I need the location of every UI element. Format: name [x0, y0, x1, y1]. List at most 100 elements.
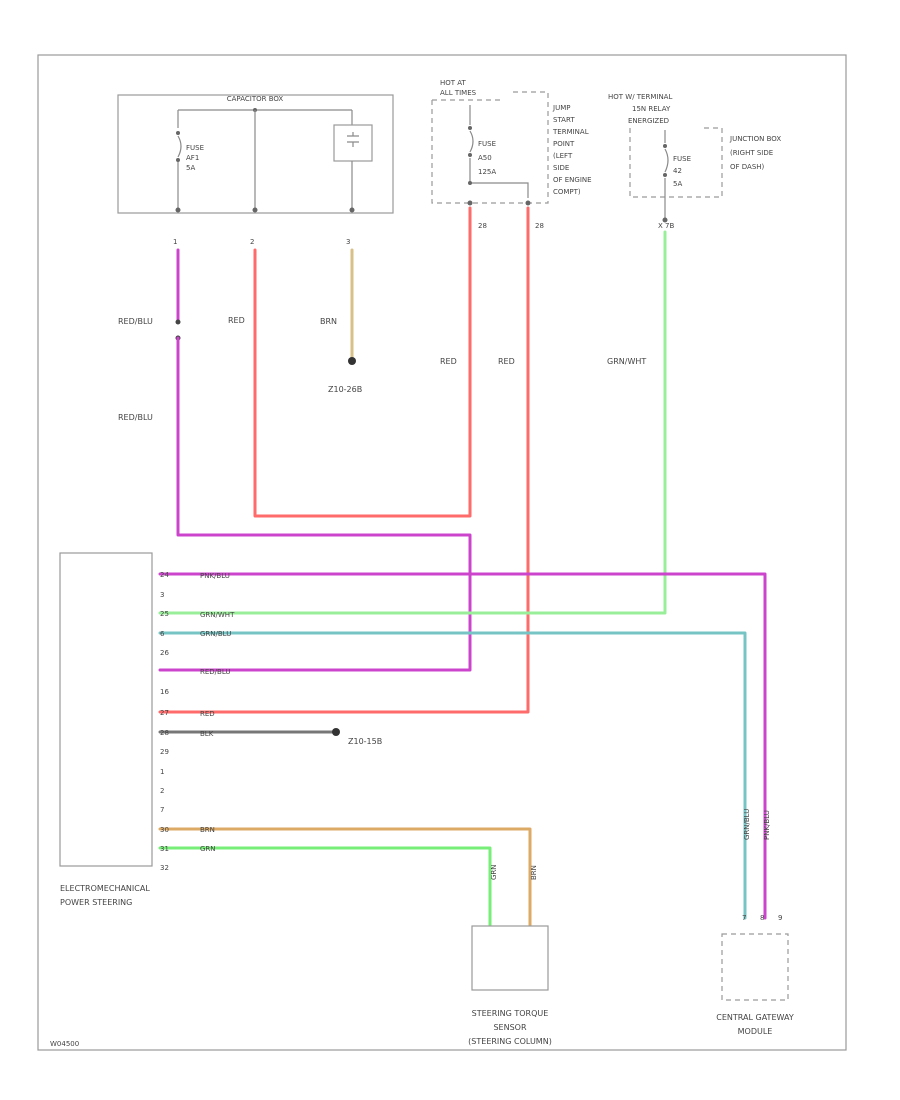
junction-note-0: JUNCTION BOX [729, 135, 781, 143]
eps-wire-label-pnk-blu: PNK/BLU [200, 572, 230, 580]
fuse-af1-label: FUSE [186, 144, 204, 152]
eps-name-line2: POWER STEERING [60, 898, 132, 907]
fuse-af1-rating: 5A [186, 164, 195, 172]
label-ground-2: Z10-15B [348, 737, 382, 746]
wire-red-1 [253, 206, 472, 518]
label-ground-1: Z10-26B [328, 385, 362, 394]
fuse-af1-number: AF1 [186, 154, 199, 162]
fuse-a50-label: FUSE [478, 140, 496, 148]
fuse-42-number: 42 [673, 167, 682, 175]
eps-wire-label-red: RED [200, 710, 215, 718]
label-red-1: RED [228, 316, 245, 325]
eps-pin-24: 24 [160, 571, 169, 579]
diagram-frame [37, 54, 847, 1051]
eps-pin-31: 31 [160, 845, 169, 853]
gateway-name-2: MODULE [738, 1027, 773, 1036]
ground-z10-15b-icon [332, 728, 340, 736]
torque-wire-label-grn: GRN [490, 864, 498, 880]
torque-sensor-name-1: STEERING TORQUE [472, 1009, 549, 1018]
fuse-42-rating: 5A [673, 180, 682, 188]
wire-grn-wht [158, 230, 667, 615]
torque-sensor-outline [471, 925, 549, 991]
wire-brn-lower [158, 827, 532, 927]
torque-wire-label-brn: BRN [530, 865, 538, 880]
junction-box-dashed-outline [629, 127, 723, 198]
eps-wire-label-grn-wht: GRN/WHT [200, 611, 235, 619]
eps-pin-6: 6 [160, 630, 165, 638]
jump-note-0: JUMP [552, 104, 570, 112]
jump-note-6: OF ENGINE [553, 176, 592, 184]
eps-module-outline [59, 552, 153, 867]
eps-module: 24 3 25 6 26 16 27 28 29 1 2 7 30 31 32 … [59, 552, 235, 907]
junction-pin: X 7B [658, 222, 674, 230]
capacitor-box: CAPACITOR BOX FUSE AF1 5A 1 2 3 [117, 94, 394, 246]
label-red-blu-upper: RED/BLU [118, 317, 153, 326]
hot-label-2: ALL TIMES [440, 89, 477, 97]
eps-pin-29: 29 [160, 748, 169, 756]
footer-code: W04500 [50, 1040, 79, 1048]
central-gateway-module: 7 8 9 GRN/BLU PNK/BLU CENTRAL GATEWAY MO… [716, 809, 794, 1036]
eps-wire-label-grn: GRN [200, 845, 216, 853]
jump-note-3: POINT [553, 140, 575, 148]
capacitor-pin-2: 2 [250, 238, 254, 246]
capacitor-pin-1: 1 [173, 238, 177, 246]
alt-pin-left: 28 [478, 222, 487, 230]
junction-hot-label-1: HOT W/ TERMINAL [608, 93, 672, 101]
eps-pin-32: 32 [160, 864, 169, 872]
jump-note-5: SIDE [553, 164, 569, 172]
fuse-a50-symbol [469, 130, 474, 153]
eps-pin-28: 28 [160, 729, 169, 737]
eps-wire-label-brn: BRN [200, 826, 215, 834]
junction-note-2: OF DASH) [730, 163, 765, 171]
eps-pin-3: 3 [160, 591, 164, 599]
junction-note-1: (RIGHT SIDE [730, 149, 773, 157]
gateway-pin-7: 7 [742, 914, 746, 922]
wire-grn-lower [158, 846, 492, 927]
junction-box-block: HOT W/ TERMINAL 15N RELAY ENERGIZED FUSE… [608, 93, 781, 230]
capacitor-pin-3: 3 [346, 238, 350, 246]
wire-red-blu-lower [158, 336, 472, 672]
wire-pnk-blu [158, 572, 767, 920]
gateway-wire-label-grn-blu: GRN/BLU [743, 809, 751, 840]
jump-note-1: START [553, 116, 575, 124]
label-red-blu-lower: RED/BLU [118, 413, 153, 422]
eps-pin-25: 25 [160, 610, 169, 618]
eps-pin-2: 2 [160, 787, 164, 795]
junction-hot-label-3: ENERGIZED [628, 117, 669, 125]
jump-note-4: (LEFT [553, 152, 573, 160]
torque-sensor-name-2: SENSOR [493, 1023, 526, 1032]
jump-note-7: COMPT) [553, 188, 581, 196]
label-red-3: RED [498, 357, 515, 366]
eps-name-line1: ELECTROMECHANICAL [60, 884, 150, 893]
fuse-42-label: FUSE [673, 155, 691, 163]
fuse-box-dashed-outline [431, 91, 549, 204]
eps-wire-label-red-blu: RED/BLU [200, 668, 231, 676]
capacitor-box-title: CAPACITOR BOX [227, 95, 284, 103]
gateway-pin-9: 9 [778, 914, 782, 922]
gateway-pin-8: 8 [760, 914, 764, 922]
eps-pin-27: 27 [160, 709, 169, 717]
steering-torque-sensor: GRN BRN STEERING TORQUE SENSOR (STEERING… [468, 864, 552, 1046]
alt-pin-right: 28 [535, 222, 544, 230]
ground-z10-26b-icon [348, 357, 356, 365]
label-brn-upper: BRN [320, 317, 337, 326]
hot-label-1: HOT AT [440, 79, 467, 87]
wire-red-3 [158, 206, 530, 714]
eps-wire-label-blk: BLK [200, 730, 214, 738]
torque-sensor-name-3: (STEERING COLUMN) [468, 1037, 552, 1046]
capacitor-box-outline [117, 94, 394, 214]
junction-hot-label-2: 15N RELAY [632, 105, 671, 113]
fuse-af1-symbol [177, 135, 182, 158]
eps-pin-26: 26 [160, 649, 169, 657]
capacitor-symbol-box [333, 124, 373, 162]
fuse-a50-rating: 125A [478, 168, 496, 176]
gateway-dashed-outline [721, 933, 789, 1001]
jump-note-2: TERMINAL [552, 128, 589, 136]
eps-wire-label-grn-blu: GRN/BLU [200, 630, 231, 638]
capacitor-icon [347, 132, 359, 147]
eps-pin-7: 7 [160, 806, 164, 814]
wire-grn-blu [158, 631, 747, 920]
gateway-name-1: CENTRAL GATEWAY [716, 1013, 794, 1022]
fuse-a50-number: A50 [478, 154, 492, 162]
